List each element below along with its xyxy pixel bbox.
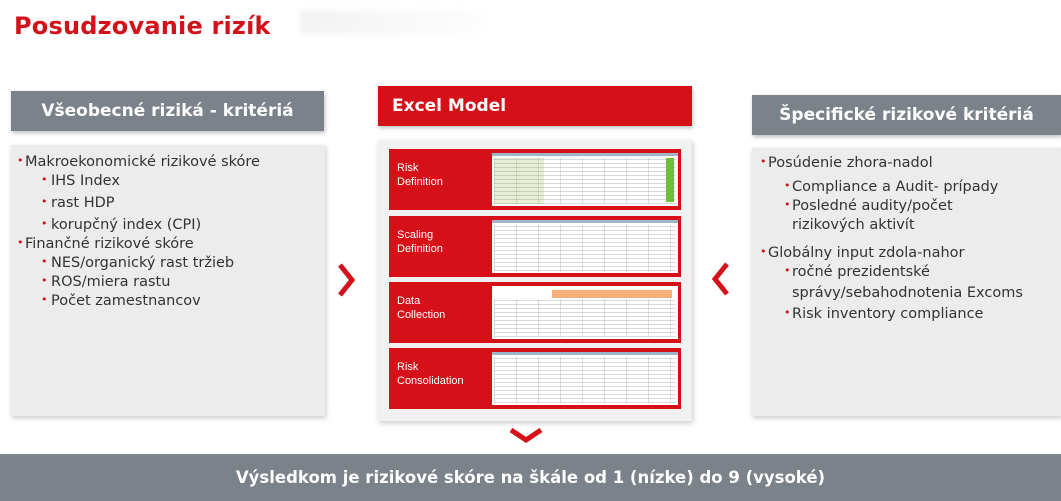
list-item: •korupčný index (CPI) <box>17 216 260 235</box>
list-item: •Posúdenie zhora-nadol <box>760 154 1023 173</box>
page-title: Posudzovanie rizík <box>14 12 271 40</box>
list-item: správy/sebahodnotenia Excoms <box>792 285 1023 301</box>
red-dot-icon: • <box>784 306 791 319</box>
red-dot-icon: • <box>784 198 791 211</box>
excel-model-heading: Excel Model <box>378 86 692 126</box>
step-label: Data Collection <box>397 295 446 321</box>
list-item: •Compliance a Audit- prípady <box>760 178 1023 197</box>
red-dot-icon: • <box>41 195 48 208</box>
red-dot-icon: • <box>41 255 48 268</box>
specific-criteria-panel: •Posúdenie zhora-nadol •Compliance a Aud… <box>752 148 1061 416</box>
spreadsheet-thumbnail <box>492 220 678 273</box>
specific-criteria-heading: Špecifické rizikové kritériá <box>752 95 1061 135</box>
list-item: •Globálny input zdola-nahor <box>760 244 1023 263</box>
red-dot-icon: • <box>41 173 48 186</box>
red-dot-icon: • <box>760 155 767 168</box>
general-criteria-heading: Všeobecné riziká - kritériá <box>11 91 324 131</box>
step-label: Scaling Definition <box>397 229 443 255</box>
list-item: •ROS/miera rastu <box>17 273 260 292</box>
red-dot-icon: • <box>760 245 767 258</box>
spreadsheet-thumbnail <box>492 286 678 339</box>
red-dot-icon: • <box>17 154 24 167</box>
general-criteria-list: •Makroekonomické rizikové skóre •IHS Ind… <box>17 153 260 311</box>
red-dot-icon: • <box>784 264 791 277</box>
step-risk-definition: Risk Definition <box>389 149 681 210</box>
faded-title-shadow <box>300 10 480 34</box>
chevron-left-icon <box>712 262 729 296</box>
specific-criteria-list: •Posúdenie zhora-nadol •Compliance a Aud… <box>760 154 1023 324</box>
step-label: Risk Definition <box>397 162 443 188</box>
red-dot-icon: • <box>41 293 48 306</box>
list-item: •IHS Index <box>17 172 260 191</box>
chevron-right-icon <box>338 263 355 297</box>
list-item: •Počet zamestnancov <box>17 292 260 311</box>
list-item: •Finančné rizikové skóre <box>17 235 260 254</box>
red-dot-icon: • <box>17 236 24 249</box>
list-item: •NES/organický rast tržieb <box>17 254 260 273</box>
list-item: •Posledné audity/počet <box>760 197 1023 216</box>
spreadsheet-thumbnail <box>492 352 678 405</box>
step-label: Risk Consolidation <box>397 361 464 387</box>
red-dot-icon: • <box>784 179 791 192</box>
general-criteria-panel: •Makroekonomické rizikové skóre •IHS Ind… <box>11 145 325 416</box>
list-item: •Risk inventory compliance <box>760 305 1023 324</box>
list-item: rizikových aktivít <box>792 217 915 233</box>
step-data-collection: Data Collection <box>389 282 681 343</box>
list-item: •rast HDP <box>17 194 260 213</box>
result-banner: Výsledkom je rizikové skóre na škále od … <box>0 454 1061 501</box>
list-item: •Makroekonomické rizikové skóre <box>17 153 260 172</box>
step-scaling-definition: Scaling Definition <box>389 216 681 277</box>
list-item: •ročné prezidentské <box>760 263 1023 282</box>
red-dot-icon: • <box>41 217 48 230</box>
step-risk-consolidation: Risk Consolidation <box>389 348 681 409</box>
spreadsheet-thumbnail <box>492 153 678 206</box>
chevron-down-icon <box>509 427 543 443</box>
red-dot-icon: • <box>41 274 48 287</box>
excel-model-panel: Risk Definition Scaling Definition Data … <box>378 140 692 421</box>
